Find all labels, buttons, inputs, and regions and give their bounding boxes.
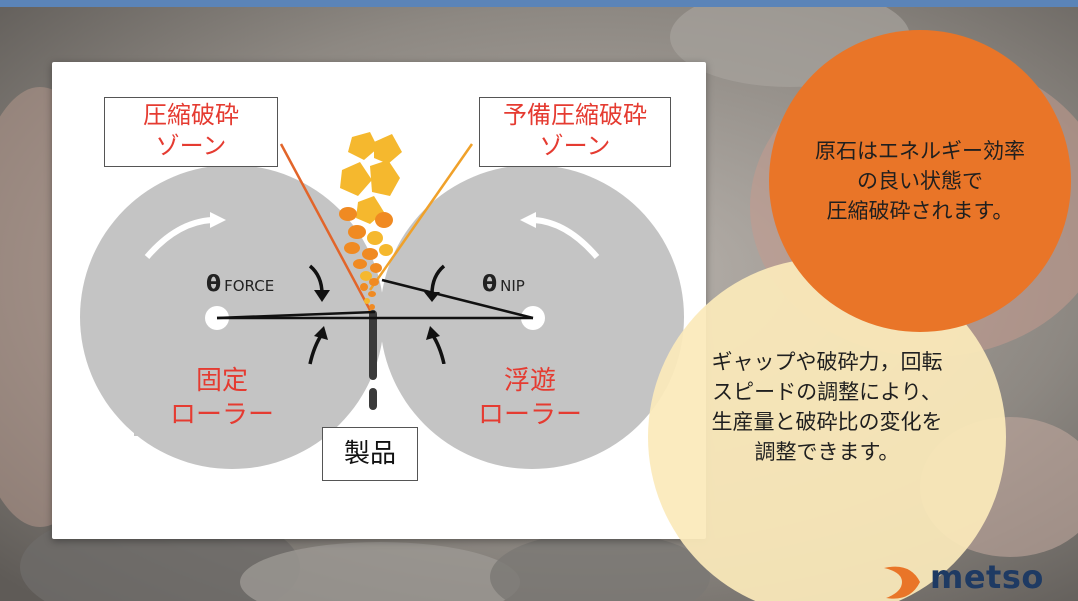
rotation-arrowhead-right xyxy=(520,212,536,228)
efficiency-callout: 原石はエネルギー効率 の良い状態で 圧縮破砕されます。 xyxy=(769,30,1071,332)
product-stream-lower xyxy=(369,388,377,410)
adjustment-line4: 調整できます。 xyxy=(754,440,900,464)
left-zone-pointer xyxy=(279,143,372,311)
theta-force-symbol: θ xyxy=(206,272,222,297)
right-zone-pointer xyxy=(368,143,474,291)
product-label: 製品 xyxy=(322,427,418,481)
fixed-roller-label: 固定 ローラー xyxy=(134,364,310,436)
compression-zone-line2: ゾーン xyxy=(155,132,227,160)
floating-roller-line1: 浮遊 xyxy=(503,366,556,396)
rotation-arrowhead-left xyxy=(210,212,226,228)
fixed-roller-line1: 固定 xyxy=(195,366,248,396)
compression-zone-label: 圧縮破砕 ゾーン xyxy=(104,97,278,167)
floating-roller-label: 浮遊 ローラー xyxy=(442,364,618,436)
pre-compression-zone-line2: ゾーン xyxy=(539,132,611,160)
ore-particles xyxy=(339,132,402,314)
rotation-arrow-right xyxy=(533,217,600,259)
top-bar xyxy=(0,0,1078,7)
angle-lines xyxy=(216,278,534,320)
efficiency-line1: 原石はエネルギー効率 xyxy=(814,139,1025,163)
metso-logo-text: metso xyxy=(930,558,1044,596)
metso-logo-icon xyxy=(884,566,920,599)
floating-roller-line2: ローラー xyxy=(477,400,582,430)
adjustment-line2: スピードの調整により、 xyxy=(712,380,942,404)
theta-nip-text: NIP xyxy=(500,277,525,295)
metso-logo: metso xyxy=(880,558,1060,601)
theta-nip-symbol: θ xyxy=(482,272,498,297)
pre-compression-zone-line1: 予備圧縮破砕 xyxy=(503,101,647,129)
fixed-roller-line2: ローラー xyxy=(169,400,274,430)
theta-force-text: FORCE xyxy=(224,277,275,295)
efficiency-line2: の良い状態で xyxy=(856,169,983,193)
adjustment-line3: 生産量と破砕比の変化を xyxy=(711,410,943,434)
pre-compression-zone-label: 予備圧縮破砕 ゾーン xyxy=(479,97,671,167)
rotation-arrow-left xyxy=(144,217,213,259)
adjustment-line1: ギャップや破砕力，回転 xyxy=(711,350,943,374)
efficiency-line3: 圧縮破砕されます。 xyxy=(826,199,1014,223)
compression-zone-line1: 圧縮破砕 xyxy=(143,101,239,129)
force-arrows xyxy=(308,264,446,365)
product-stream-upper xyxy=(369,310,377,380)
